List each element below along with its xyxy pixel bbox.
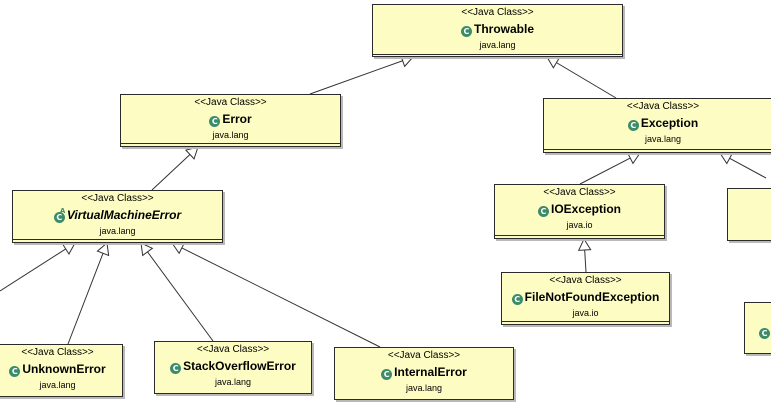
generalization-line: [309, 60, 403, 95]
compartment-divider: [13, 239, 222, 240]
class-icon: C: [381, 369, 393, 380]
package-label: java.lang: [212, 130, 249, 140]
class-icon: C: [460, 26, 472, 37]
generalization-line: [579, 157, 631, 185]
package-label: java.lang: [214, 377, 252, 387]
class-virtualmachineerror[interactable]: <<Java Class>> CVirtualMachineError java…: [12, 190, 223, 243]
generalization-arrowhead: [61, 242, 76, 255]
class-name: Exception: [640, 116, 699, 130]
package-label: java.lang: [405, 383, 443, 393]
generalization-line: [0, 248, 67, 292]
generalization-arrowhead: [577, 237, 592, 251]
generalization-line: [556, 62, 617, 99]
package-label: java.io: [566, 220, 593, 230]
stereotype-label: <<Java Class>>: [194, 97, 267, 108]
generalization-arrowhead: [140, 242, 154, 257]
compartment-divider: [373, 54, 622, 55]
generalization-line: [151, 154, 191, 191]
stereotype-label: <<Java Class>>: [626, 101, 700, 112]
generalization-arrowhead: [184, 146, 199, 160]
package-label: java.io: [572, 308, 599, 318]
compartment-divider: [544, 149, 771, 150]
abstract-class-icon: C: [53, 206, 65, 223]
generalization-arrowhead: [96, 242, 110, 257]
generalization-arrowhead: [546, 56, 561, 69]
generalization-line: [67, 253, 104, 345]
stereotype-label: <<Java Class>>: [196, 344, 270, 355]
generalization-line: [181, 247, 381, 348]
package-label: java.lang: [99, 226, 136, 236]
stereotype-label: <<Java Class>>: [81, 193, 154, 204]
class-icon: C: [627, 120, 639, 131]
class-box-partial[interactable]: [727, 188, 771, 241]
class-name: UnknownError: [22, 362, 106, 376]
class-icon: C: [759, 328, 770, 339]
generalization-line: [729, 157, 767, 179]
class-box-partial[interactable]: C: [744, 302, 771, 354]
stereotype-label: <<Java Class>>: [387, 350, 461, 361]
package-label: java.lang: [479, 40, 516, 50]
compartment-divider: [502, 321, 669, 322]
generalization-line: [147, 251, 214, 342]
class-icon: C: [9, 366, 21, 377]
generalization-line: [584, 249, 587, 273]
class-name: Throwable: [473, 22, 534, 36]
class-name: VirtualMachineError: [66, 208, 182, 222]
stereotype-label: <<Java Class>>: [461, 7, 534, 18]
class-name: InternalError: [394, 365, 467, 379]
compartment-divider: [495, 235, 664, 236]
class-icon: C: [511, 294, 523, 305]
class-name: StackOverflowError: [183, 359, 296, 373]
class-name: FileNotFoundException: [524, 290, 660, 304]
stereotype-label: <<Java Class>>: [543, 187, 616, 198]
class-name: Error: [222, 112, 252, 126]
class-name: IOException: [550, 202, 621, 216]
package-label: java.lang: [39, 380, 76, 390]
stereotype-label: <<Java Class>>: [549, 275, 622, 286]
class-icon: C: [209, 116, 221, 127]
compartment-divider: [121, 143, 340, 144]
stereotype-label: <<Java Class>>: [21, 347, 94, 358]
class-icon: C: [170, 363, 182, 374]
class-icon: C: [537, 206, 549, 217]
package-label: java.lang: [644, 134, 682, 144]
